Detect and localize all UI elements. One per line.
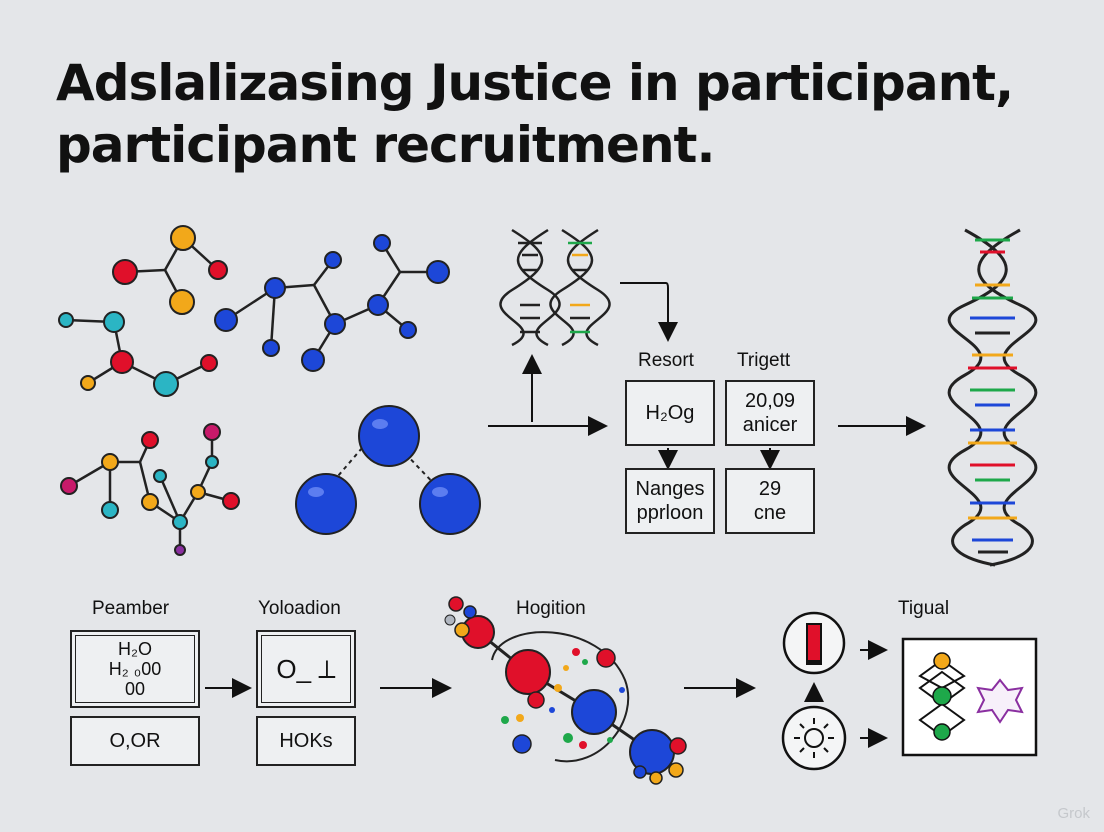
box-29-cne: 29 cne <box>725 468 815 534</box>
blue-molecule-trio <box>295 405 481 535</box>
molecule-cluster-bottom <box>68 432 232 550</box>
box-yoloadion-symbol: O_ ⟂ <box>256 630 356 708</box>
hogition-molecule <box>444 596 687 785</box>
big-dna-helix <box>947 228 1038 567</box>
sun-icon <box>781 705 847 771</box>
tigual-box <box>901 637 1038 757</box>
grok-watermark: Grok <box>1057 805 1090 822</box>
small-dna-helices <box>499 228 611 347</box>
title-line-1: Adslalizasing Justice in participant, <box>56 54 1014 112</box>
big-dna-rungs <box>968 238 1017 554</box>
label-resort: Resort <box>638 350 694 371</box>
title-line-2-prefix: participant <box>56 116 373 174</box>
page-title: Adslalizasing Justice in participant, pa… <box>56 52 1014 176</box>
box-20-09-anicer: 20,09 anicer <box>725 380 815 446</box>
box-peamber-oor: O,OR <box>70 716 200 766</box>
label-trigett: Trigett <box>737 350 791 371</box>
label-yoloadion: Yoloadion <box>258 598 341 619</box>
box-yoloadion-hoks: HOKs <box>256 716 356 766</box>
box-nanges-pprloon: Nanges pprloon <box>625 468 715 534</box>
arrow-helix-to-resort <box>620 282 678 342</box>
label-peamber: Peamber <box>92 598 170 619</box>
label-hogition: Hogition <box>516 598 586 619</box>
alert-icon <box>782 611 846 675</box>
label-tigual: Tigual <box>898 598 950 619</box>
box-h2og: H₂Og <box>625 380 715 446</box>
title-line-2-bold: recruitment. <box>372 116 715 174</box>
box-peamber-formula: H₂O H₂ ₀00 00 <box>70 630 200 708</box>
